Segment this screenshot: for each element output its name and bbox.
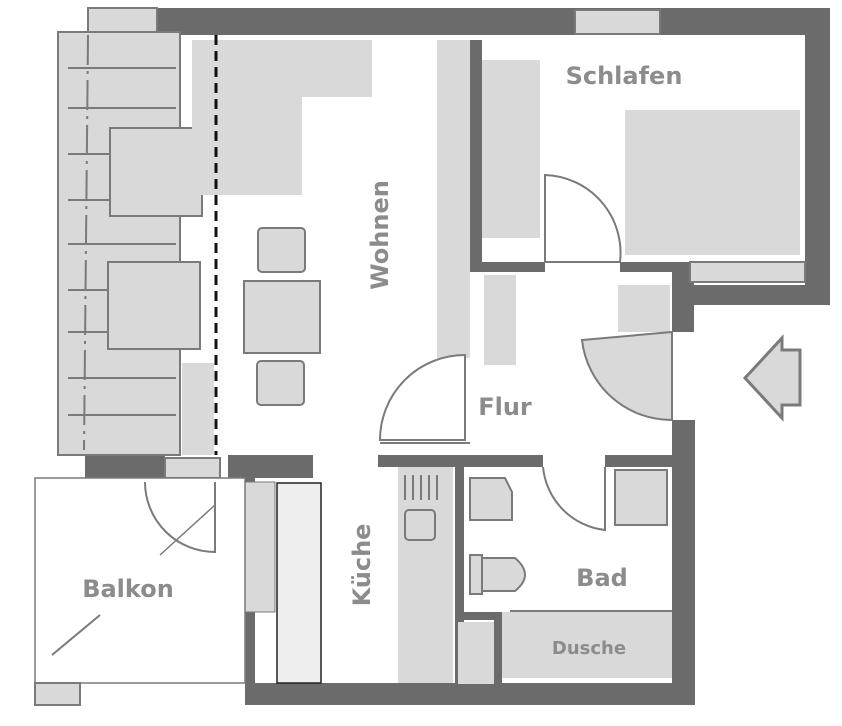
window-top-right <box>574 9 661 35</box>
room-label-kueche: Küche <box>348 524 376 607</box>
bedroom-wardrobe <box>482 60 540 238</box>
wall-right-lower <box>672 420 695 705</box>
balcony-slats <box>68 34 176 451</box>
wall-top <box>157 8 830 35</box>
kitchen-window <box>244 481 276 613</box>
kitchen-counter <box>398 467 453 683</box>
sink <box>469 477 513 521</box>
living-shelf-post <box>182 363 214 455</box>
entrance-arrow-icon <box>742 334 802 422</box>
room-label-bad: Bad <box>576 564 628 592</box>
flur-cabinet <box>484 275 516 365</box>
room-label-dusche: Dusche <box>552 638 626 659</box>
dining-table <box>243 280 321 354</box>
wall-bath-top-left <box>378 455 543 467</box>
window-bedroom-bottom <box>689 261 806 283</box>
room-label-balkon: Balkon <box>82 575 174 603</box>
lounger-1 <box>109 127 203 217</box>
bath-storage <box>458 622 494 684</box>
wall-bath-left <box>455 465 464 690</box>
room-label-schlafen: Schlafen <box>566 62 683 90</box>
washing-machine <box>614 469 668 526</box>
wall-shower-left <box>455 612 502 620</box>
balcony-rail-bottom <box>34 682 81 706</box>
wall-bottom <box>245 683 695 705</box>
wall-flur-top-right <box>620 262 675 272</box>
room-label-flur: Flur <box>478 393 532 421</box>
door-bath <box>542 466 606 532</box>
chair-top <box>257 227 306 273</box>
bed <box>625 110 800 255</box>
shower <box>502 612 672 678</box>
stove-icon <box>404 475 438 541</box>
walls <box>85 8 830 705</box>
sofa <box>192 40 372 195</box>
windows-and-furniture <box>34 7 806 706</box>
door-balcony <box>144 481 216 554</box>
wall-balcony-left <box>85 455 165 478</box>
door-entry <box>580 330 673 422</box>
wall-right-bedroom <box>805 8 830 305</box>
window-top-left <box>87 7 158 34</box>
wall-shower-post <box>494 612 502 687</box>
balcony-area <box>34 477 246 684</box>
kitchen-cabinet <box>276 482 322 684</box>
chair-bottom <box>256 360 305 406</box>
wall-bedroom-bottom <box>672 285 830 305</box>
room-label-wohnen: Wohnen <box>366 180 394 290</box>
wall-living-bedroom <box>470 40 482 265</box>
bedroom-nightstand <box>618 285 670 332</box>
door-swings <box>144 173 673 556</box>
balcony-door-frame <box>164 457 221 479</box>
wall-right-upper <box>672 262 694 332</box>
door-flur-living <box>378 353 466 441</box>
living-wardrobe <box>437 40 470 358</box>
door-bedroom <box>544 173 622 263</box>
wall-bath-top-right <box>605 455 675 467</box>
lounger-2 <box>107 261 201 350</box>
wall-kitchen-top <box>228 455 313 478</box>
balcony-glass-mark <box>51 614 101 656</box>
wall-flur-top <box>470 262 545 272</box>
toilet <box>469 554 526 595</box>
